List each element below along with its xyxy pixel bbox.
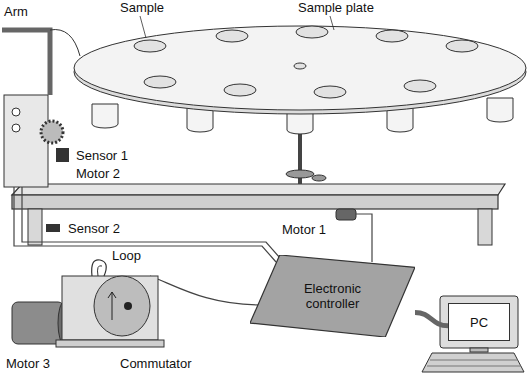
controller-box: Electronic controller <box>250 255 415 337</box>
part-label: Motor 1 <box>282 222 326 237</box>
part-label: Commutator <box>120 356 192 371</box>
part-label: Sample <box>120 0 164 15</box>
node-text: Electronic controller <box>288 281 378 311</box>
part-label: Arm <box>4 4 28 19</box>
pc-screen: PC <box>448 303 510 341</box>
part-label: Motor 3 <box>6 356 50 371</box>
part-label: Loop <box>112 248 141 263</box>
node-text: PC <box>470 315 488 330</box>
part-label: Motor 2 <box>76 166 120 181</box>
part-label: Sensor 1 <box>76 148 128 163</box>
part-label: Sensor 2 <box>68 221 120 236</box>
cable-bundle <box>415 312 448 325</box>
part-label: Sample plate <box>298 0 374 15</box>
